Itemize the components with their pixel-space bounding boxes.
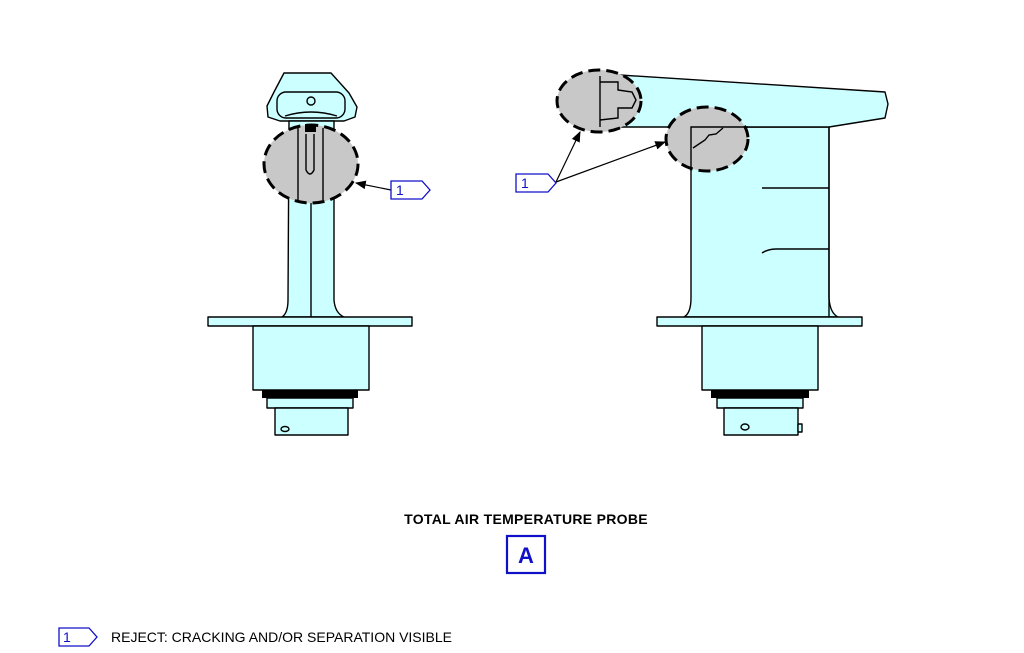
body-side — [701, 325, 819, 391]
connector-front — [274, 407, 349, 436]
detail-joint-crack — [692, 127, 724, 149]
view-label: A — [518, 543, 534, 568]
callout-number-front: 1 — [396, 182, 404, 198]
probe-front-view: 1 — [207, 72, 431, 436]
callout-leader-arm — [555, 131, 581, 183]
detail-arm-crack — [599, 76, 637, 127]
callout-flag-side — [515, 173, 557, 193]
connector-ring-side — [716, 397, 804, 409]
probe-side-view: 1 — [515, 68, 889, 436]
flange-front — [207, 316, 413, 327]
view-label-box — [505, 534, 547, 575]
detail-circle-front — [262, 123, 360, 205]
probe-arm-side — [597, 74, 889, 128]
legend: 1 REJECT: CRACKING AND/OR SEPARATION VIS… — [58, 627, 452, 647]
seal-front — [262, 390, 358, 398]
connector-key-side — [797, 423, 803, 433]
detail-circle-arm — [555, 68, 643, 134]
legend-flag — [58, 627, 98, 647]
connector-pin-front — [280, 425, 290, 433]
sensor-tip — [305, 124, 316, 132]
head-inner-curve — [284, 111, 338, 117]
legend-text: REJECT: CRACKING AND/OR SEPARATION VISIB… — [111, 629, 452, 645]
detail-joint-edge — [690, 126, 748, 171]
connector-side — [723, 407, 799, 436]
connector-ring-front — [266, 397, 354, 409]
legend-number: 1 — [63, 629, 71, 645]
flange-side — [656, 316, 863, 327]
detail-circle-joint — [664, 105, 750, 173]
rib-lower — [761, 248, 829, 254]
head-hole — [306, 96, 316, 106]
head-window — [276, 91, 346, 119]
callout-leader-joint — [555, 141, 667, 183]
sensor-element — [305, 134, 315, 175]
connector-pin-side — [740, 423, 750, 431]
callout-leader-front — [354, 180, 392, 191]
seal-side — [711, 390, 809, 398]
body-front — [252, 325, 370, 391]
callout-number-side: 1 — [521, 175, 529, 191]
diagram-title: TOTAL AIR TEMPERATURE PROBE — [404, 511, 648, 527]
callout-flag-front — [390, 180, 431, 200]
